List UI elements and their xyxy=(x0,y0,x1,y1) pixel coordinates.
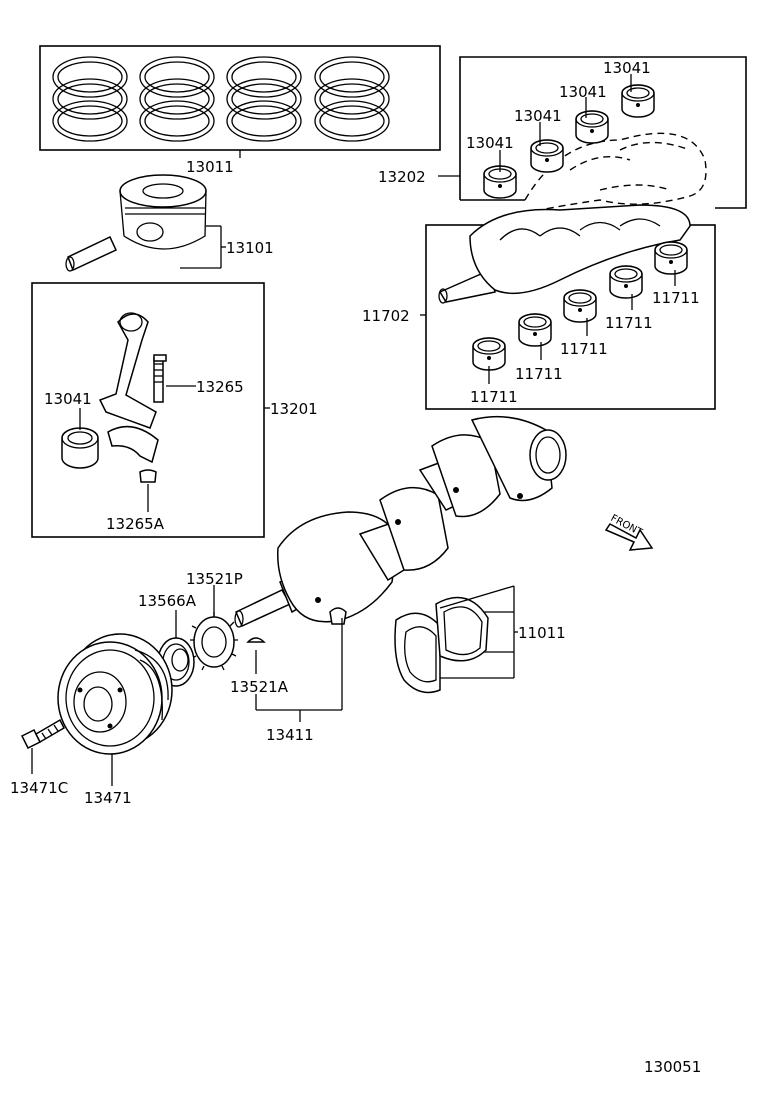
label-pulley-bolt: 13471C xyxy=(10,779,68,797)
piston-rings-group xyxy=(39,45,441,158)
sprocket-group xyxy=(157,585,343,722)
label-woodruff-key: 13521A xyxy=(230,678,289,696)
label-main-bearing-3: 11711 xyxy=(560,340,608,358)
label-rod-bolt: 13265 xyxy=(196,378,244,396)
label-seal: 13566A xyxy=(138,592,197,610)
label-piston-rings: 13011 xyxy=(186,158,234,176)
label-main-bearing-4: 11711 xyxy=(605,314,653,332)
label-bearing-a: 13041 xyxy=(466,134,514,152)
label-main-bearing-2: 11711 xyxy=(515,365,563,383)
thrust-washers xyxy=(394,585,518,694)
label-connecting-rod: 13201 xyxy=(270,400,318,418)
connecting-rod-group xyxy=(31,282,270,538)
main-bearing-set-group xyxy=(420,204,716,410)
label-rod-nut: 13265A xyxy=(106,515,165,533)
crankshaft-illustration xyxy=(234,415,567,628)
label-bearing-d: 13041 xyxy=(603,59,651,77)
label-pulley: 13471 xyxy=(84,789,132,807)
label-sprocket: 13521P xyxy=(186,570,243,588)
label-thrust-washers: 11011 xyxy=(518,624,566,642)
label-main-bearing-5: 11711 xyxy=(652,289,700,307)
front-arrow-icon xyxy=(604,523,654,551)
label-crankshaft: 13411 xyxy=(266,726,314,744)
label-crank-bearing-set: 13202 xyxy=(378,168,426,186)
label-piston: 13101 xyxy=(226,239,274,257)
label-bearing-b: 13041 xyxy=(514,107,562,125)
label-rod-bearing: 13041 xyxy=(44,390,92,408)
label-main-bearing-set: 11702 xyxy=(362,307,410,325)
label-main-bearing-1: 11711 xyxy=(470,388,518,406)
pulley-illustration xyxy=(20,633,173,786)
piston-illustration xyxy=(65,174,226,272)
connecting-rod-frame xyxy=(31,282,265,538)
crank-bearing-set-group xyxy=(438,56,747,211)
label-bearing-c: 13041 xyxy=(559,83,607,101)
diagram-id: 130051 xyxy=(644,1058,701,1076)
